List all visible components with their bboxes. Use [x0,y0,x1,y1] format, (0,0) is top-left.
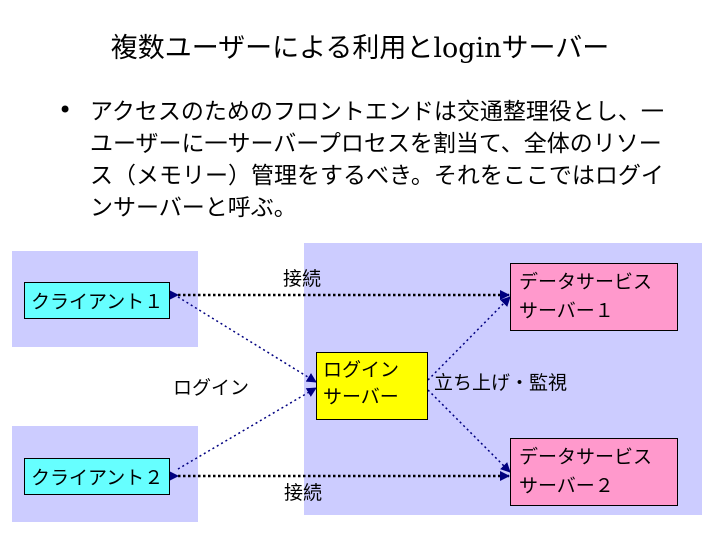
login-server-box: ログイン サーバー [316,352,428,420]
data-server2-box: データサービス サーバー２ [510,438,678,506]
bullet-text: アクセスのためのフロントエンドは交通整理役とし、一ユーザーに一サーバープロセスを… [90,99,664,221]
bullet-item: • アクセスのためのフロントエンドは交通整理役とし、一ユーザーに一サーバープロセ… [58,96,682,224]
login-label: ログイン [173,377,250,399]
client1-box: クライアント１ [24,282,171,319]
data-server1-box: データサービス サーバー１ [510,263,678,331]
data-server2-line1: データサービス [519,446,653,468]
launch-arrow-server2 [427,389,511,473]
login-server-line2: サーバー [323,386,399,408]
data-server1-line1: データサービス [519,271,653,293]
data-server1-line2: サーバー１ [519,300,614,322]
bullet-marker: • [58,96,73,124]
login-arrow-client1 [177,296,317,383]
login-arrow-client2 [177,387,317,470]
connect-label-top: 接続 [283,268,322,290]
page-title: 複数ユーザーによる利用とloginサーバー [110,33,610,64]
client2-box: クライアント２ [24,458,171,495]
data-server2-line2: サーバー２ [519,475,614,497]
connect-label-bottom: 接続 [284,482,323,504]
launch-monitor-label: 立ち上げ・監視 [434,372,568,394]
login-server-line1: ログイン [323,359,400,381]
